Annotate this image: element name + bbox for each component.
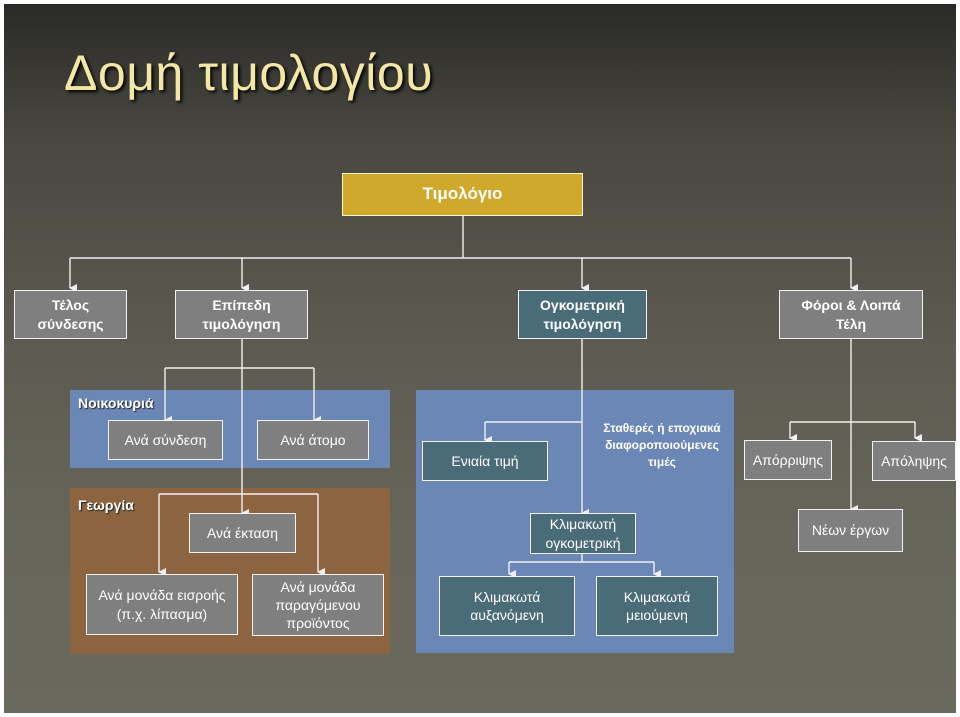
decreasing-block-node: Κλιμακωτά μειούμενη: [596, 576, 718, 636]
slide: Δομή τιμολογίου Νοικοκυριά Γεωργία: [4, 4, 956, 713]
connector-lines: [69, 216, 922, 578]
new-works-node: Νέων έργων: [798, 509, 903, 552]
flat-rate-node: Επίπεδη τιμολόγηση: [175, 290, 308, 339]
per-connection-node: Ανά σύνδεση: [108, 420, 223, 460]
block-volumetric-node: Κλιμακωτή ογκομετρική: [530, 513, 636, 554]
uniform-price-node: Ενιαία τιμή: [422, 441, 548, 481]
per-person-node: Ανά άτομο: [257, 420, 369, 460]
root-node: Τιμολόγιο: [342, 173, 583, 216]
per-output-node: Ανά μονάδα παραγόμενου προϊόντος: [252, 574, 384, 636]
per-area-node: Ανά έκταση: [189, 513, 296, 553]
slide-title: Δομή τιμολογίου: [64, 45, 434, 101]
households-label: Νοικοκυριά: [78, 395, 154, 411]
increasing-block-node: Κλιμακωτά αυξανόμενη: [439, 576, 575, 636]
volumetric-node: Ογκομετρική τιμολόγηση: [518, 290, 647, 339]
disposal-node: Απόρριψης: [744, 440, 832, 480]
taxes-node: Φόροι & Λοιπά Τέλη: [779, 290, 923, 339]
abstraction-node: Απόληψης: [872, 441, 956, 481]
seasonal-prices-note: Σταθερές ή εποχιακά διαφοροποιούμενες τι…: [603, 421, 721, 469]
per-input-node: Ανά μονάδα εισροής (π.χ. λίπασμα): [86, 574, 238, 635]
fixed-fee-node: Τέλος σύνδεσης: [14, 290, 127, 339]
agriculture-label: Γεωργία: [78, 497, 134, 513]
